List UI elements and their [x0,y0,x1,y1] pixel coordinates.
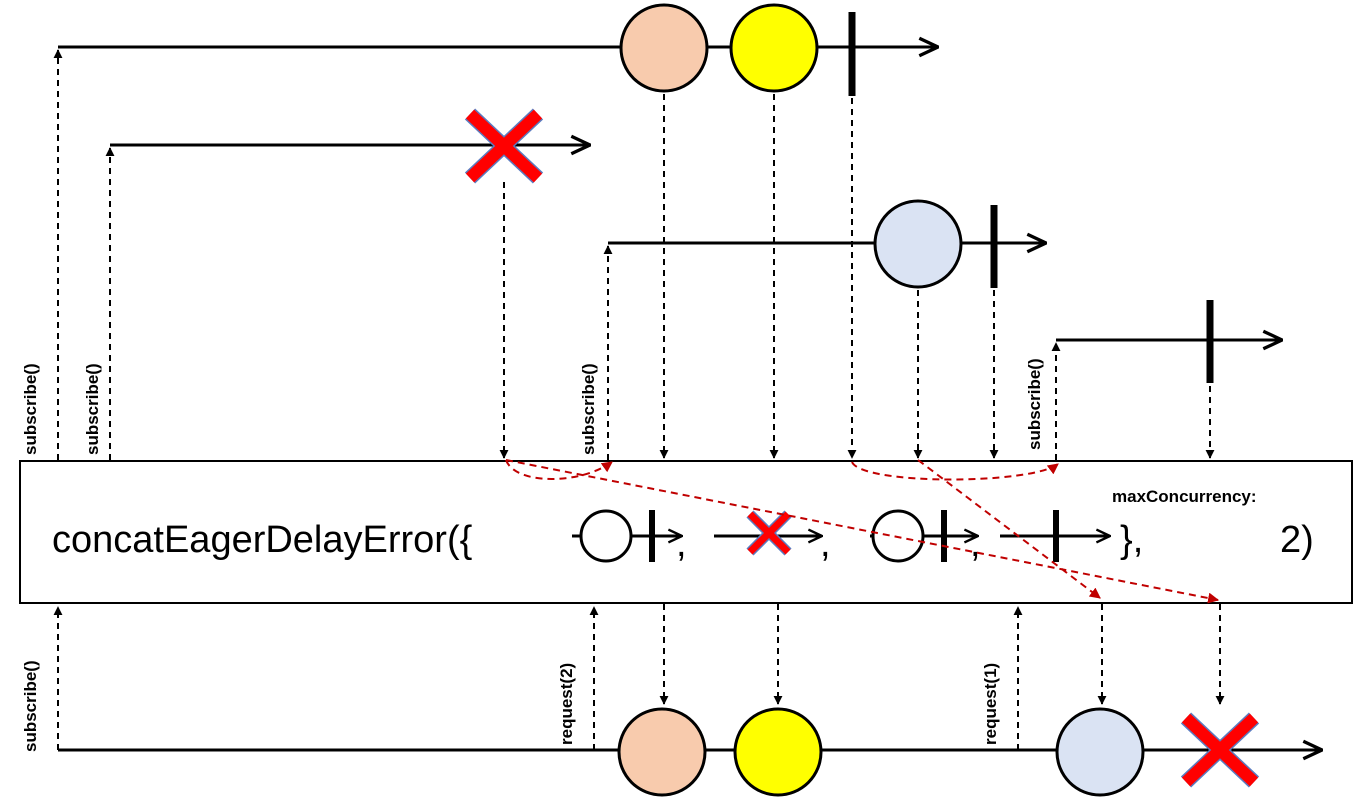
max-concurrency-label: maxConcurrency: [1112,487,1257,506]
source-1-peach-marble [619,3,709,93]
downstream-request-arrows [53,606,1023,750]
separator-3: , [970,523,981,565]
source-1-yellow-marble [729,3,819,93]
request-label-1: request(1) [981,663,1000,745]
output-yellow-marble [733,707,823,797]
mini-error-icon [746,510,792,556]
operator-box [19,460,1353,604]
separator-1: , [676,523,687,565]
subscribe-label-3: subscribe() [579,363,598,455]
subscribe-arrows [53,49,1061,460]
emission-arrows-out [659,604,1225,705]
mini-source-1 [572,509,682,563]
source-3-lightblue-marble [873,199,963,289]
source-2-timeline [110,108,590,184]
source-3-timeline [608,199,1046,289]
subscribe-label-output: subscribe() [21,660,40,752]
source-4-timeline [1056,300,1282,383]
max-concurrency-value: 2) [1280,519,1314,561]
separator-2: , [820,523,831,565]
source-2-error-icon [464,108,544,184]
emission-arrows-in [499,94,1215,459]
output-timeline [58,707,1322,797]
output-lightblue-marble [1055,707,1145,797]
mini-source-2 [714,510,822,556]
subscribe-label-2: subscribe() [83,363,102,455]
closing-brace: }, [1120,519,1143,561]
source-1-timeline [58,3,938,96]
operator-call-text: concatEagerDelayError({ [52,519,473,561]
internal-routing-arrows [505,459,1220,604]
output-error-icon [1180,712,1260,788]
subscribe-label-1: subscribe() [21,363,40,455]
subscribe-label-4: subscribe() [1025,358,1044,450]
output-peach-marble [617,707,707,797]
request-label-2: request(2) [557,663,576,745]
